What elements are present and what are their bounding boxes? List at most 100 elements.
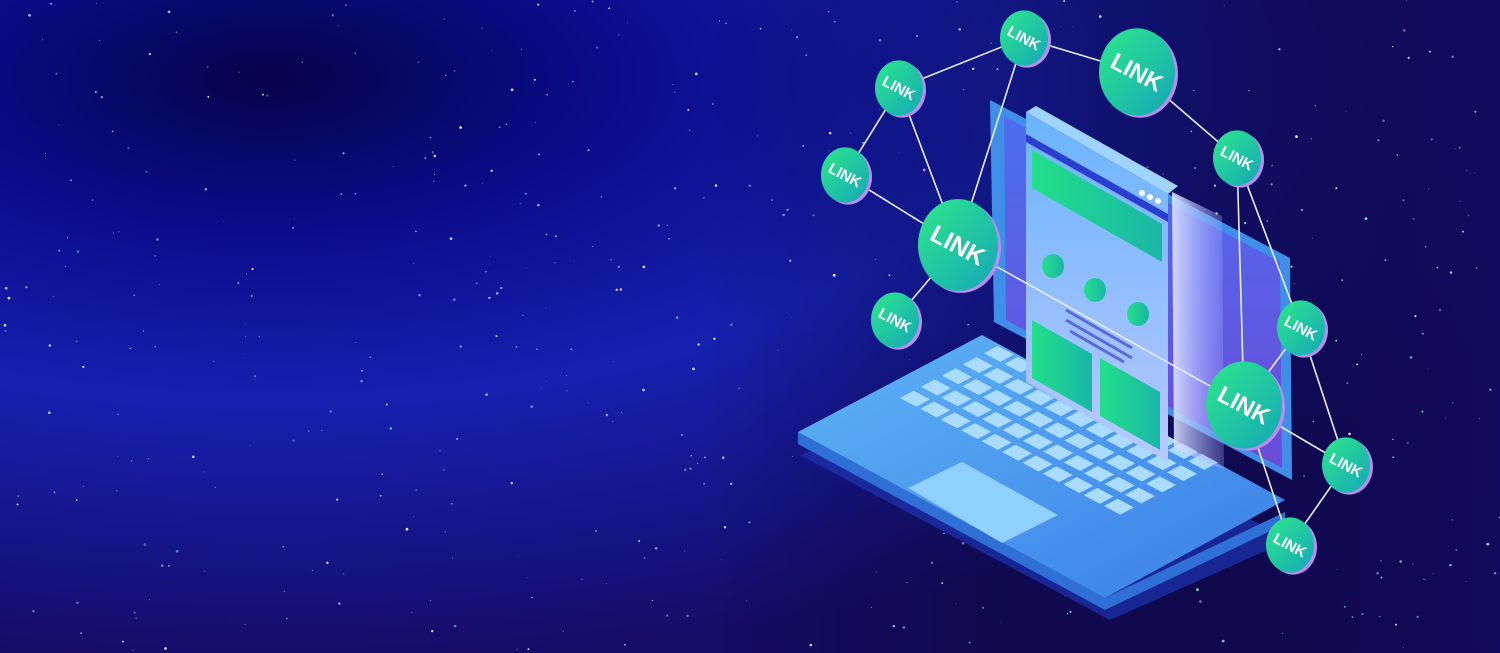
star (48, 344, 51, 347)
star (642, 388, 645, 392)
star (1399, 560, 1402, 563)
star (392, 166, 394, 168)
star (76, 340, 78, 342)
star (1454, 148, 1456, 149)
star (555, 235, 557, 238)
keyboard-key (961, 423, 992, 440)
star (657, 224, 660, 227)
star (129, 347, 132, 350)
web-page-circle (1042, 254, 1064, 278)
star (832, 273, 836, 277)
star (415, 230, 417, 233)
star (902, 626, 906, 629)
star (164, 647, 167, 650)
star (444, 531, 446, 533)
star (292, 227, 294, 229)
star (1213, 184, 1217, 187)
star (870, 606, 872, 608)
star (746, 600, 747, 602)
star (246, 273, 247, 275)
keyboard-key (1002, 422, 1033, 439)
star (1377, 139, 1380, 142)
star (1351, 616, 1354, 618)
web-page-icon (1026, 106, 1178, 462)
keyboard-key (1146, 454, 1177, 471)
star (1421, 410, 1424, 413)
star (500, 286, 503, 290)
star (321, 429, 323, 431)
star (1380, 576, 1383, 579)
star (566, 390, 568, 392)
star (250, 295, 253, 297)
link-node-icon: LINK (1277, 300, 1328, 358)
star (1427, 368, 1429, 370)
star (439, 450, 441, 452)
star (343, 573, 345, 575)
star (681, 434, 683, 436)
star (1449, 271, 1453, 274)
star (533, 78, 536, 81)
star (292, 439, 295, 442)
star (7, 296, 11, 300)
star (580, 578, 583, 581)
star (1412, 217, 1415, 220)
keyboard-key (1104, 498, 1134, 515)
web-page-text-line (1069, 329, 1125, 364)
star (433, 154, 436, 158)
star (834, 21, 836, 23)
link-node-face (1266, 517, 1314, 573)
star (673, 186, 677, 190)
network-line (1236, 157, 1302, 329)
star (527, 648, 530, 651)
star (906, 582, 908, 584)
star (544, 307, 546, 309)
web-page-block (1100, 358, 1160, 450)
star (956, 1, 958, 3)
star (1423, 578, 1425, 580)
link-node-icon: LINK (1322, 437, 1373, 495)
link-node-face (1322, 437, 1370, 493)
link-node-face (821, 147, 869, 203)
keyboard-key (1104, 476, 1135, 493)
star (796, 36, 799, 39)
star (245, 336, 247, 337)
star (148, 53, 151, 55)
star (1193, 89, 1195, 92)
star (17, 495, 19, 497)
star (456, 438, 459, 440)
star (1294, 283, 1295, 285)
star (132, 649, 134, 651)
keyboard-key (900, 390, 930, 407)
star (525, 192, 527, 195)
window-dot (1155, 198, 1161, 204)
keyboard-key (942, 368, 972, 385)
star (958, 28, 961, 31)
link-node-icon: LINK (1000, 10, 1051, 68)
star (1000, 621, 1001, 623)
keyboard-key (983, 367, 1014, 384)
star (1356, 363, 1359, 366)
star (1436, 266, 1439, 269)
star (1478, 417, 1480, 419)
star (1474, 111, 1477, 113)
star (4, 286, 8, 290)
star (619, 288, 622, 291)
star (112, 232, 114, 234)
star (530, 405, 534, 408)
star (251, 268, 254, 271)
keyboard-key (1044, 400, 1075, 417)
star (237, 282, 240, 285)
star (45, 153, 47, 155)
star (624, 643, 626, 646)
star (554, 262, 556, 264)
window-dot (1139, 190, 1145, 196)
star (1162, 173, 1164, 175)
keyboard-key (1146, 476, 1176, 493)
star (1414, 314, 1417, 318)
star (415, 489, 418, 491)
star (1409, 356, 1413, 359)
keyboard-key (1044, 422, 1074, 439)
web-page-circle (1084, 278, 1106, 302)
star (519, 202, 522, 205)
star (1391, 45, 1394, 48)
